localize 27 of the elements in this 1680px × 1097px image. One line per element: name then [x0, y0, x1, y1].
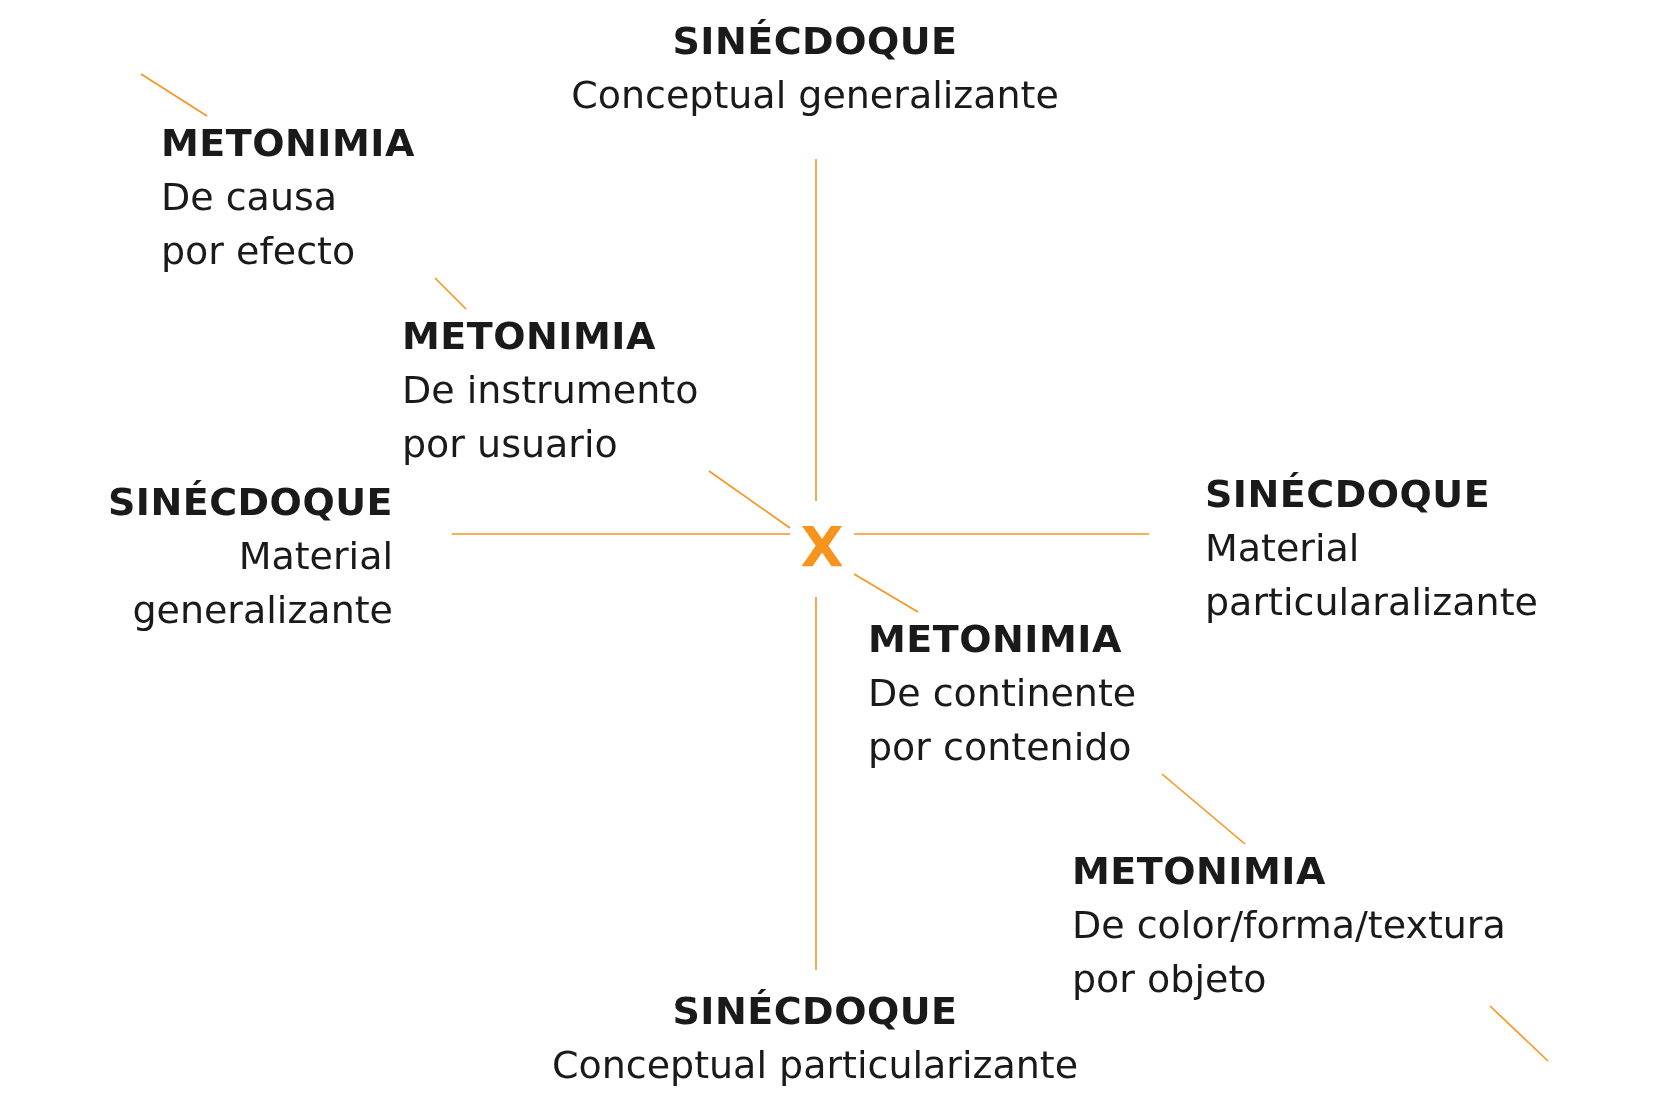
term-description: Material particularalizante: [1205, 525, 1539, 626]
term-heading: METONIMIA: [161, 120, 415, 167]
term-heading: SINÉCDOQUE: [107, 479, 393, 526]
connector-line: [1161, 773, 1246, 845]
term-heading: SINÉCDOQUE: [672, 18, 958, 65]
term-description: De continente por contenido: [868, 670, 1138, 771]
term-heading: SINÉCDOQUE: [1205, 471, 1491, 518]
term-heading: METONIMIA: [868, 616, 1122, 663]
term-heading: METONIMIA: [1072, 848, 1326, 895]
connector-line: [708, 470, 791, 529]
term-description: Material generalizante: [131, 533, 393, 634]
connector-line: [1489, 1005, 1549, 1062]
connector-line: [140, 73, 208, 117]
connector-line: [815, 596, 817, 971]
term-description: De color/forma/textura por objeto: [1072, 902, 1507, 1003]
term-description: De instrumento por usuario: [402, 367, 700, 468]
term-description: Conceptual particularizante: [551, 1042, 1079, 1089]
connector-line: [451, 533, 791, 535]
connector-line: [853, 573, 919, 613]
connector-line: [434, 277, 467, 310]
term-description: De causa por efecto: [161, 174, 357, 275]
term-heading: METONIMIA: [402, 313, 656, 360]
connector-line: [815, 158, 817, 502]
center-mark: X: [790, 501, 854, 597]
term-description: Conceptual generalizante: [571, 72, 1059, 119]
connector-line: [853, 533, 1150, 535]
term-heading: SINÉCDOQUE: [672, 988, 958, 1035]
